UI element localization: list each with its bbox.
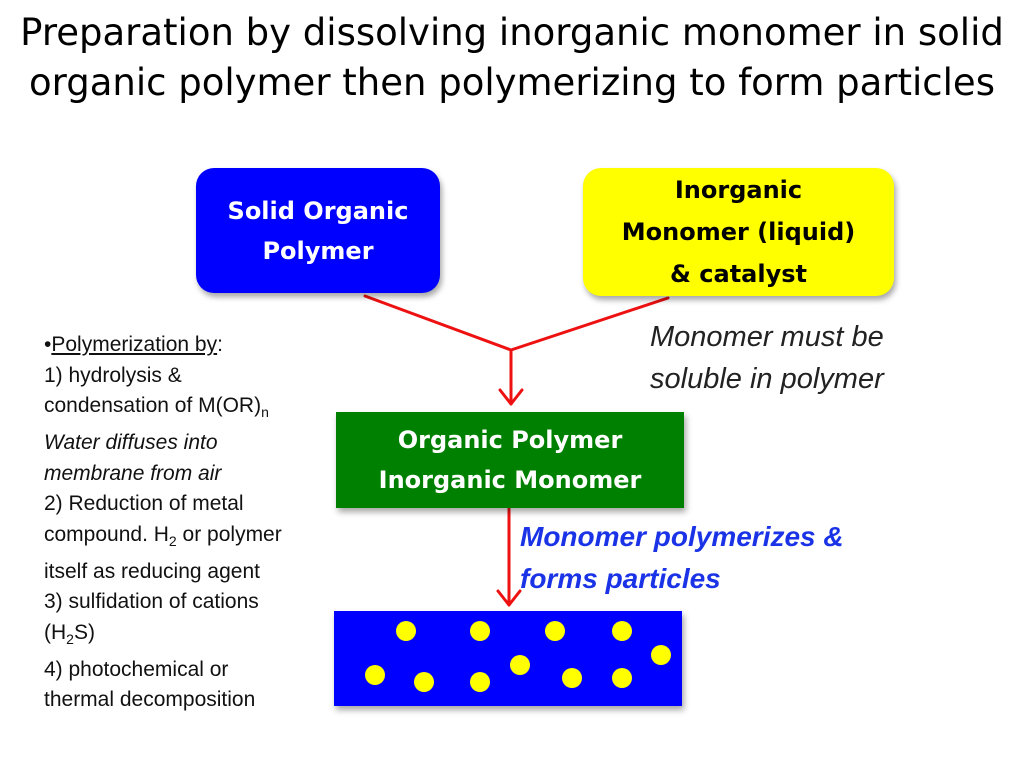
- arrowhead-particles: [496, 589, 522, 607]
- solid-polymer-line-1: Solid Organic: [227, 196, 409, 225]
- method-2-line-2: compound. H2 or polymer: [44, 522, 282, 549]
- polymerization-note-line-1: Monomer polymerizes &: [520, 521, 844, 552]
- particle: [470, 672, 490, 692]
- methods-heading: •Polymerization by:: [44, 333, 223, 356]
- solubility-note-line-1: Monomer must be: [650, 321, 884, 353]
- nanoparticle-composite-box: [334, 611, 682, 706]
- particle: [612, 621, 632, 641]
- inorganic-monomer-box: Inorganic Monomer (liquid) & catalyst: [583, 168, 894, 296]
- method-1-line-1: 1) hydrolysis &: [44, 363, 182, 387]
- solid-organic-polymer-box: Solid Organic Polymer: [196, 168, 440, 293]
- inorganic-line-2: Monomer (liquid): [621, 218, 856, 246]
- mixture-line-1: Organic Polymer: [397, 426, 623, 454]
- method-1-line-2: condensation of M(OR)n: [44, 394, 269, 421]
- title-line-1: Preparation by dissolving inorganic mono…: [20, 11, 1004, 54]
- arrow-from-inorganic-monomer: [509, 296, 670, 352]
- method-3-line-1: 3) sulfidation of cations: [44, 590, 259, 614]
- particle: [651, 645, 671, 665]
- method-4-line-1: 4) photochemical or: [44, 657, 229, 681]
- inorganic-line-1: Inorganic: [674, 176, 803, 204]
- particle: [396, 621, 416, 641]
- arrowhead-mixture: [498, 388, 524, 406]
- particle: [562, 668, 582, 688]
- method-2-line-1: 2) Reduction of metal: [44, 492, 244, 516]
- inorganic-line-3: & catalyst: [669, 260, 807, 288]
- solubility-note: Monomer must be soluble in polymer: [650, 316, 884, 400]
- mixture-line-2: Inorganic Monomer: [378, 466, 642, 494]
- slide-title: Preparation by dissolving inorganic mono…: [0, 8, 1024, 108]
- polymer-monomer-mixture-box: Organic Polymer Inorganic Monomer: [336, 412, 684, 508]
- particle: [365, 665, 385, 685]
- particle: [510, 655, 530, 675]
- method-1-note-line-1: Water diffuses into: [44, 430, 218, 454]
- method-3-line-2: (H2S): [44, 620, 95, 647]
- title-line-2: organic polymer then polymerizing to for…: [29, 61, 995, 104]
- method-4-line-2: thermal decomposition: [44, 688, 256, 712]
- particle: [414, 672, 434, 692]
- polymerization-note: Monomer polymerizes & forms particles: [520, 516, 844, 600]
- method-2-line-3: itself as reducing agent: [44, 559, 260, 583]
- particle: [470, 621, 490, 641]
- solubility-note-line-2: soluble in polymer: [650, 363, 884, 395]
- method-1-note-line-2: membrane from air: [44, 461, 222, 485]
- particle: [612, 668, 632, 688]
- polymerization-methods-list: •Polymerization by: 1) hydrolysis & cond…: [44, 330, 344, 716]
- arrow-from-solid-polymer: [363, 294, 513, 352]
- solid-polymer-line-2: Polymer: [262, 236, 374, 265]
- particles-layer: [365, 621, 671, 692]
- polymerization-note-line-2: forms particles: [520, 563, 721, 594]
- particle: [545, 621, 565, 641]
